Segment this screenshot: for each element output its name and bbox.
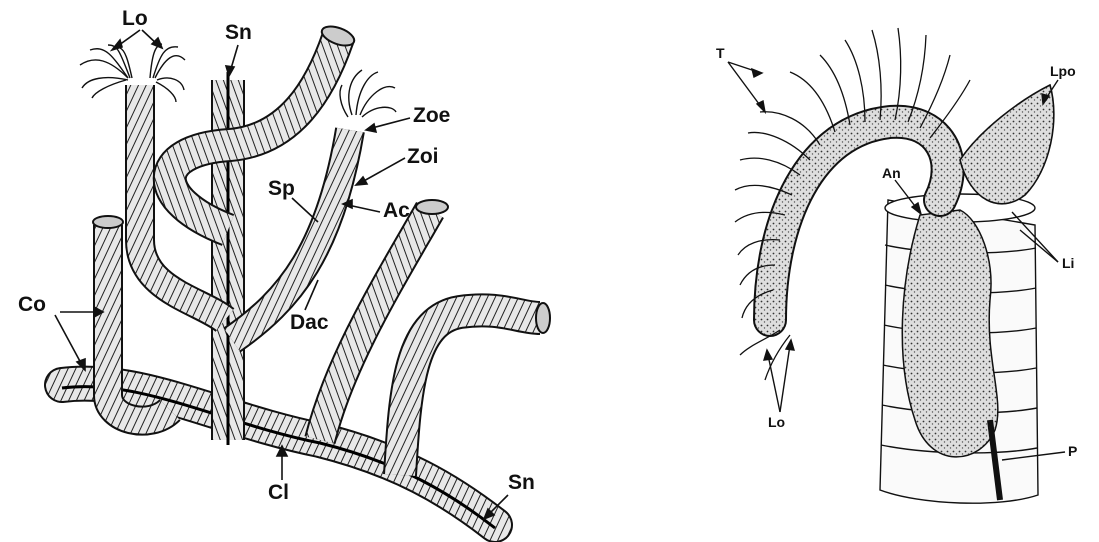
label-dac: Dac	[290, 312, 329, 333]
label-an: An	[882, 166, 901, 180]
zooid-body	[902, 210, 998, 457]
colony-diagram: Lo Sn Zoe Zoi Sp Ac Co Dac Cl Sn	[0, 0, 600, 542]
lophophore-crown-zoe	[340, 70, 396, 117]
label-t: T	[716, 46, 725, 60]
label-ac: Ac	[383, 200, 410, 221]
label-lo: Lo	[122, 8, 148, 29]
label-zoe: Zoe	[413, 105, 450, 126]
colony-illustration	[0, 0, 600, 542]
label-co: Co	[18, 294, 46, 315]
label-cl: Cl	[268, 482, 289, 503]
lophophore-crown-left	[80, 45, 132, 98]
label-sn-top: Sn	[225, 22, 252, 43]
zooid-illustration	[640, 0, 1099, 542]
lophophore-crown-right	[150, 44, 185, 102]
label-lo-right: Lo	[768, 415, 785, 429]
label-lpo: Lpo	[1050, 64, 1076, 78]
label-sp: Sp	[268, 178, 295, 199]
label-zoi: Zoi	[407, 146, 439, 167]
epistome-lpo	[960, 85, 1054, 204]
label-p: P	[1068, 444, 1077, 458]
zooid-diagram: T Lpo An Li Lo P	[640, 0, 1099, 542]
label-li: Li	[1062, 256, 1074, 270]
label-sn-bottom: Sn	[508, 472, 535, 493]
